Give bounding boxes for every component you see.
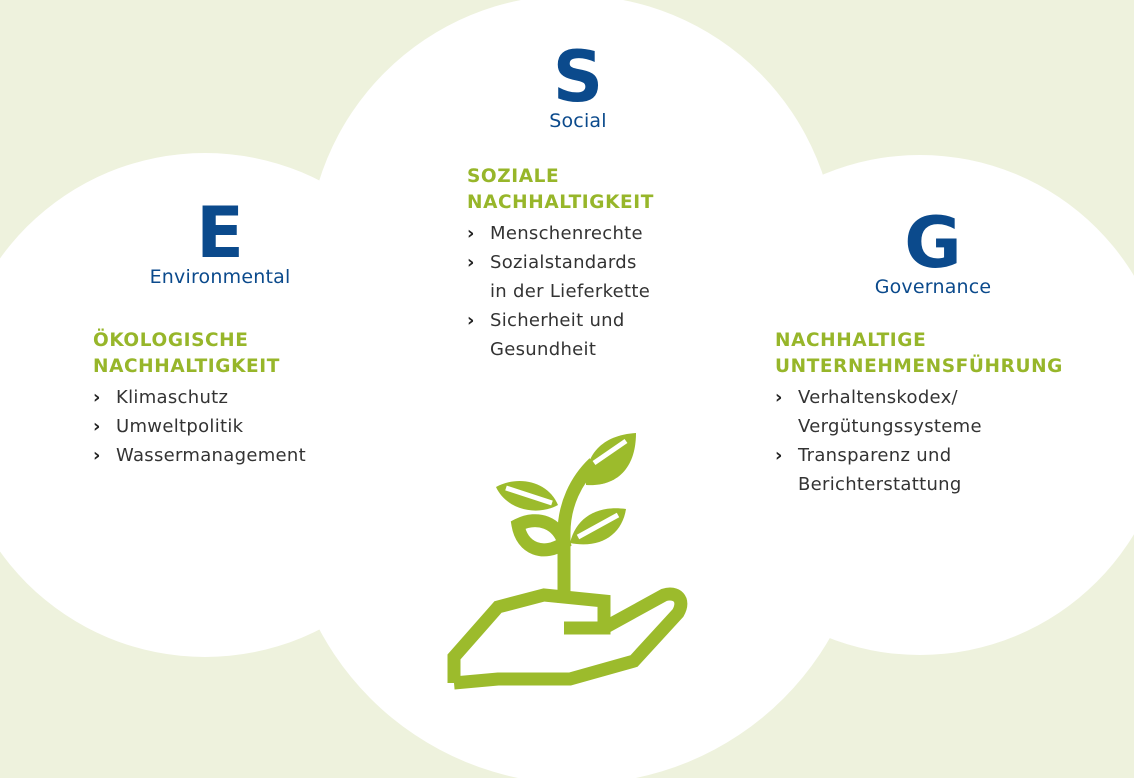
- governance-letter: G: [904, 202, 962, 284]
- hand-with-plant-icon: [447, 433, 688, 690]
- environmental-block: ÖKOLOGISCHE NACHHALTIGKEIT ›Klimaschutz …: [93, 328, 306, 470]
- social-letter: S: [552, 36, 604, 118]
- chevron-right-icon: ›: [775, 445, 783, 466]
- governance-list: ›Verhaltenskodex/Vergütungssysteme ›Tran…: [775, 383, 1063, 499]
- chevron-right-icon: ›: [775, 387, 783, 408]
- environmental-list: ›Klimaschutz ›Umweltpolitik ›Wassermanag…: [93, 383, 306, 470]
- chevron-right-icon: ›: [93, 416, 101, 437]
- social-word: Social: [549, 110, 607, 132]
- chevron-right-icon: ›: [93, 387, 101, 408]
- governance-title: G Governance: [833, 202, 1033, 298]
- social-heading: SOZIALE NACHHALTIGKEIT: [467, 166, 654, 213]
- governance-block: NACHHALTIGE UNTERNEHMENSFÜHRUNG ›Verhalt…: [775, 328, 1063, 499]
- governance-heading: NACHHALTIGE UNTERNEHMENSFÜHRUNG: [775, 330, 1063, 377]
- chevron-right-icon: ›: [467, 252, 475, 273]
- list-item: ›Wassermanagement: [93, 441, 306, 470]
- environmental-letter: E: [196, 192, 244, 274]
- list-item: ›Umweltpolitik: [93, 412, 306, 441]
- list-item: ›Verhaltenskodex/Vergütungssysteme: [775, 383, 1063, 441]
- environmental-heading: ÖKOLOGISCHE NACHHALTIGKEIT: [93, 330, 280, 377]
- environmental-word: Environmental: [149, 266, 291, 288]
- governance-word: Governance: [874, 276, 992, 298]
- social-title: S Social: [478, 36, 678, 132]
- social-block: SOZIALE NACHHALTIGKEIT ›Menschenrechte ›…: [467, 164, 654, 364]
- chevron-right-icon: ›: [467, 223, 475, 244]
- environmental-title: E Environmental: [120, 192, 320, 288]
- chevron-right-icon: ›: [93, 445, 101, 466]
- list-item: ›Menschenrechte: [467, 219, 654, 248]
- list-item: ›Klimaschutz: [93, 383, 306, 412]
- chevron-right-icon: ›: [467, 310, 475, 331]
